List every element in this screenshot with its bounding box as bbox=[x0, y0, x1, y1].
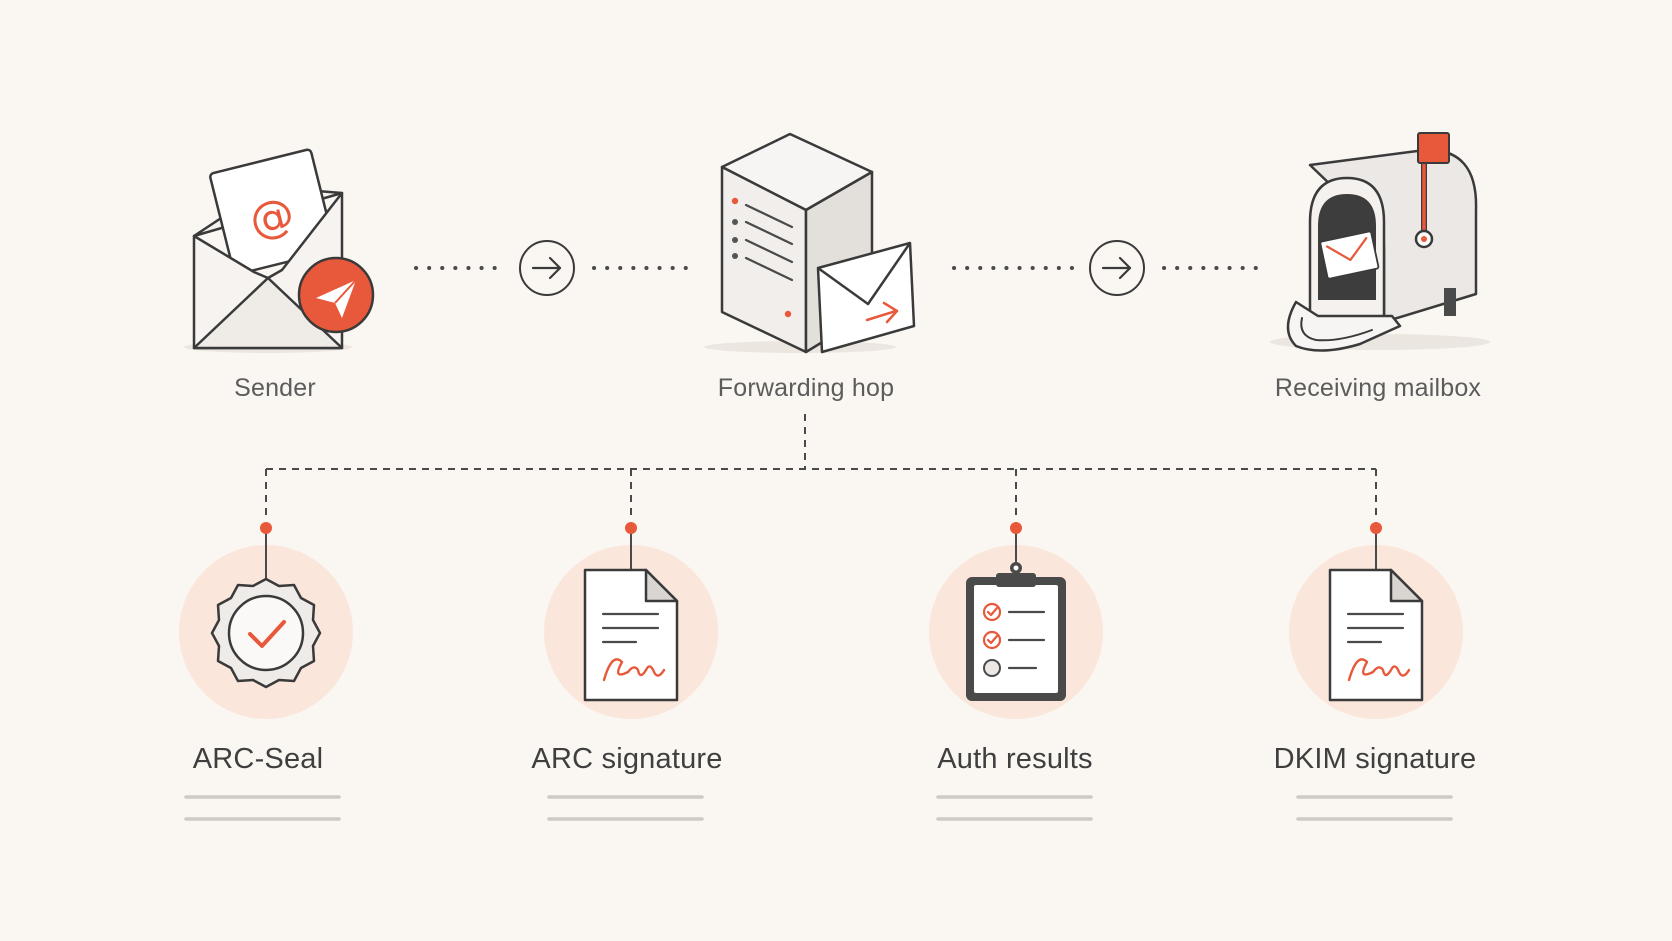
item-dkim-signature bbox=[1289, 522, 1463, 719]
item-label-dkim-signature: DKIM signature bbox=[1273, 743, 1477, 775]
item-label-arc-seal: ARC-Seal bbox=[192, 743, 324, 775]
signed-document-icon bbox=[583, 568, 679, 702]
node-label-forwarding-hop: Forwarding hop bbox=[717, 374, 895, 402]
label-underlines bbox=[184, 795, 1453, 821]
item-arc-signature bbox=[544, 522, 718, 719]
item-auth-results bbox=[929, 522, 1103, 719]
item-label-arc-signature: ARC signature bbox=[531, 743, 723, 775]
item-label-auth-results: Auth results bbox=[937, 743, 1093, 775]
seal-badge-check-icon bbox=[210, 577, 322, 689]
open-envelope-send-icon: @ bbox=[184, 148, 375, 353]
arrow-right-icon bbox=[1089, 240, 1145, 296]
arrow-right-icon bbox=[519, 240, 575, 296]
item-arc-seal bbox=[179, 522, 353, 719]
node-label-receiving-mailbox: Receiving mailbox bbox=[1274, 374, 1482, 402]
branch-connector bbox=[265, 414, 1377, 520]
clipboard-checklist-icon bbox=[966, 562, 1066, 701]
flow-connector-forwarding-receiving bbox=[952, 240, 1264, 296]
node-label-sender: Sender bbox=[234, 374, 316, 402]
server-envelope-icon bbox=[704, 132, 916, 354]
flow-connector-sender-forwarding bbox=[414, 240, 694, 296]
signed-document-icon bbox=[1328, 568, 1424, 702]
mailbox-icon bbox=[1270, 132, 1490, 352]
